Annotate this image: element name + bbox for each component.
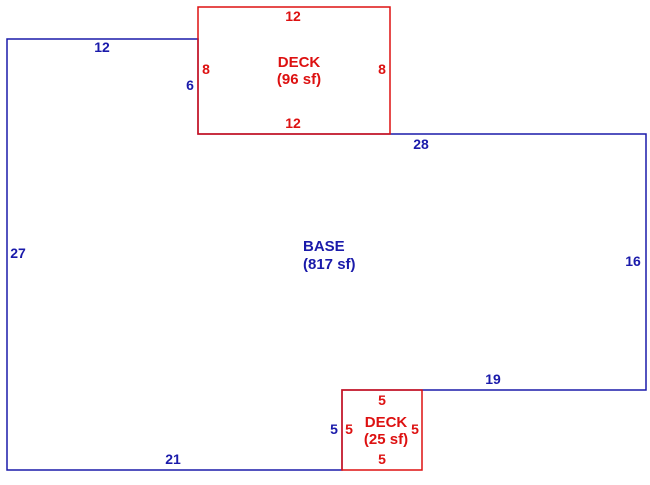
deck-top-dim-top: 12 [285, 8, 301, 24]
base-dim-right: 16 [625, 253, 641, 269]
base-dim-top-left: 12 [94, 39, 110, 55]
deck-top-dim-bottom: 12 [285, 115, 301, 131]
deck-top-area-label: (96 sf) [277, 71, 321, 88]
deck-top-name-label: DECK [278, 54, 321, 71]
deck-bottom-dim-top: 5 [378, 392, 386, 408]
base-dim-step-left: 6 [186, 77, 194, 93]
base-area-label: (817 sf) [303, 256, 356, 273]
base-dim-step-bottom: 19 [485, 371, 501, 387]
deck-bottom-name-label: DECK [365, 414, 408, 431]
deck-top-dim-right: 8 [378, 61, 386, 77]
base-dim-top-right: 28 [413, 136, 429, 152]
base-dim-bottom: 21 [165, 451, 181, 467]
base-name-label: BASE [303, 238, 345, 255]
deck-bottom-dim-bottom: 5 [378, 451, 386, 467]
deck-bottom-outline [341, 389, 423, 471]
deck-bottom-area-label: (25 sf) [364, 431, 408, 448]
deck-bottom-dim-right: 5 [411, 421, 419, 437]
deck-top-dim-left: 8 [202, 61, 210, 77]
deck-top-outline [197, 6, 391, 135]
base-dim-step-inner: 5 [330, 421, 338, 437]
deck-bottom-dim-left: 5 [345, 421, 353, 437]
base-dim-left: 27 [10, 245, 26, 261]
